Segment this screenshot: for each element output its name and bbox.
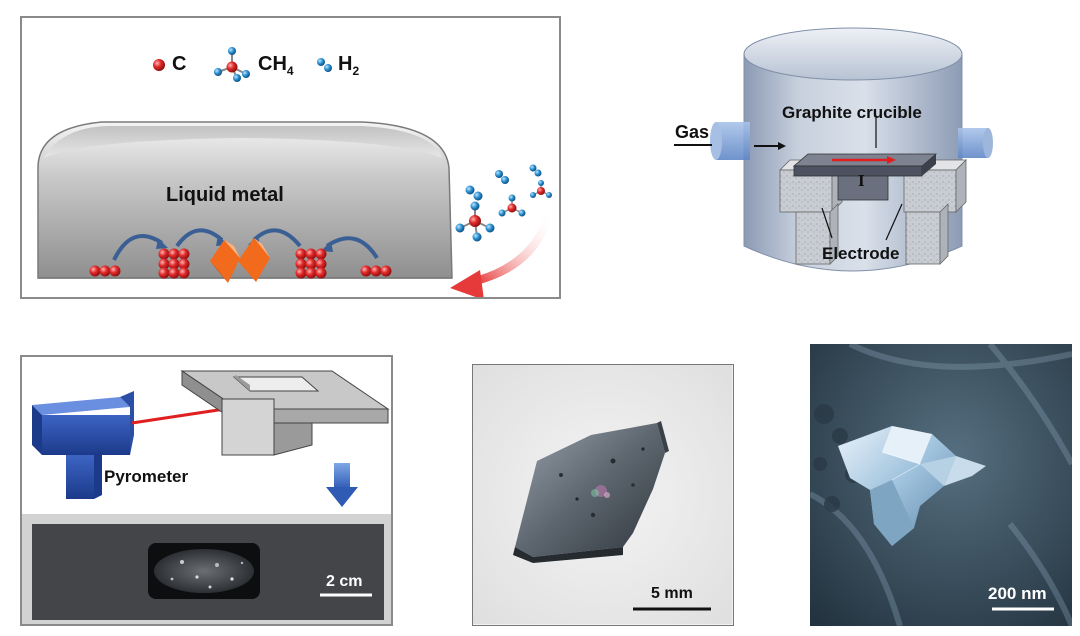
hydrogen-molecule-icon bbox=[317, 58, 332, 72]
graphite-crucible bbox=[792, 153, 938, 201]
legend-label-methane: CH4 bbox=[258, 53, 294, 78]
electrode-right bbox=[903, 159, 967, 265]
incoming-gas-molecules bbox=[455, 164, 552, 242]
sem-image bbox=[810, 344, 1072, 626]
carbon-atom-icon bbox=[153, 59, 165, 71]
reactor-panel: Gas Graphite crucible I Electrode bbox=[672, 18, 1064, 290]
pyrometer-diagram bbox=[22, 370, 391, 624]
sample-flake bbox=[513, 421, 669, 563]
current-label: I bbox=[858, 171, 865, 190]
graphite-crystal-particle bbox=[838, 426, 986, 546]
pyrometer-panel: Pyrometer 2 cm bbox=[20, 355, 393, 626]
liquid-metal-panel: C CH4 H2 Liquid metal bbox=[20, 16, 561, 299]
gas-label-underline bbox=[674, 144, 712, 146]
electrode-label: Electrode bbox=[822, 244, 900, 263]
carbon-cluster-right-large bbox=[295, 248, 327, 279]
crucible-label: Graphite crucible bbox=[782, 103, 922, 122]
carbon-cluster-left-large bbox=[158, 248, 190, 279]
scale-label-c: 2 cm bbox=[326, 573, 363, 590]
gas-label: Gas bbox=[675, 122, 710, 142]
crucible-photo bbox=[22, 514, 391, 624]
sem-image-panel: 200 nm bbox=[810, 344, 1072, 626]
legend-label-hydrogen: H2 bbox=[338, 53, 360, 78]
pyrometer-icon bbox=[32, 391, 134, 499]
graphite-crystals bbox=[210, 238, 270, 283]
sample-photo bbox=[473, 365, 732, 624]
sample-photo-panel: 5 mm bbox=[472, 364, 734, 626]
carbon-cluster-left-small bbox=[89, 265, 121, 277]
gas-flow-arrow bbox=[754, 142, 786, 150]
reactor-diagram bbox=[710, 27, 993, 272]
liquid-metal-diagram bbox=[37, 47, 552, 297]
pyrometer-label: Pyrometer bbox=[104, 467, 189, 486]
scale-label-e: 200 nm bbox=[988, 584, 1047, 603]
down-arrow-icon bbox=[326, 463, 358, 507]
gas-inflow-arrow bbox=[450, 216, 552, 297]
liquid-metal-label: Liquid metal bbox=[166, 184, 284, 206]
methane-molecule-icon bbox=[214, 47, 250, 82]
crucible-holder-icon bbox=[180, 370, 390, 456]
legend-label-carbon: C bbox=[172, 53, 187, 75]
gas-inlet-port bbox=[710, 122, 750, 160]
gas-outlet-port bbox=[958, 128, 993, 158]
carbon-cluster-right-small bbox=[360, 265, 392, 277]
scale-label-d: 5 mm bbox=[651, 585, 693, 602]
